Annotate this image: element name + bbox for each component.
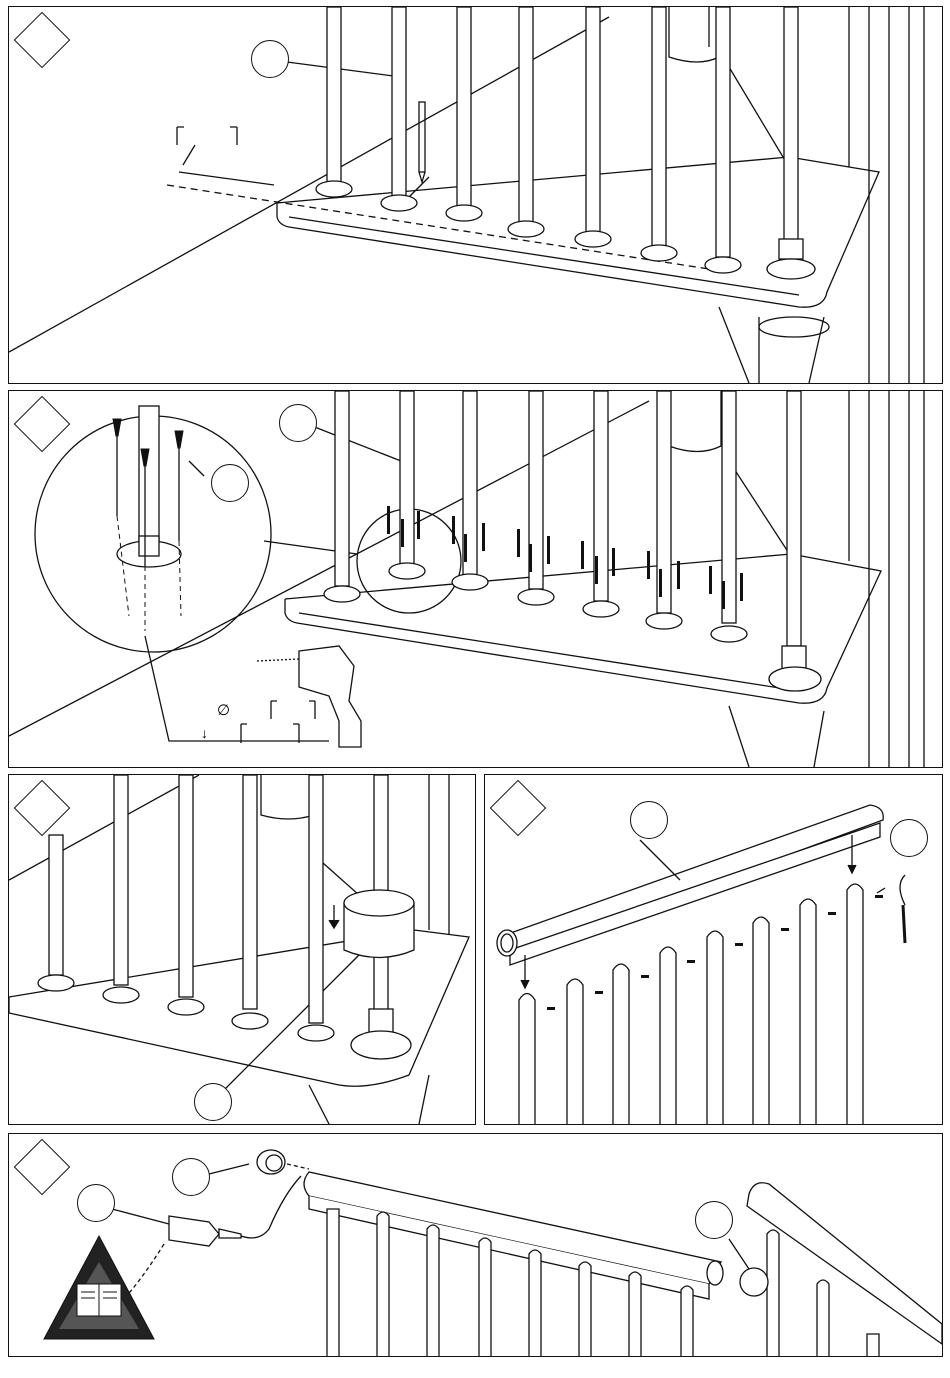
read-manual-icon bbox=[44, 1236, 154, 1339]
glue-callout bbox=[77, 1184, 115, 1222]
part-callout bbox=[194, 1083, 232, 1121]
step-panel-2: ∅ ↓ bbox=[8, 390, 943, 768]
step-panel-3 bbox=[8, 774, 476, 1125]
step-panel-5 bbox=[8, 1133, 943, 1357]
newel-cover-illustration bbox=[9, 775, 475, 1124]
part-callout bbox=[279, 404, 317, 442]
part-callout bbox=[251, 40, 289, 78]
depth-symbol: ↓ bbox=[201, 725, 208, 741]
end-cap-callout bbox=[172, 1158, 210, 1196]
part-callout bbox=[630, 801, 668, 839]
step-panel-1 bbox=[8, 6, 943, 384]
flange-screwing-illustration bbox=[9, 391, 942, 767]
screw-callout bbox=[211, 464, 249, 502]
handrail-fitting-illustration bbox=[485, 775, 942, 1124]
step-panel-4 bbox=[484, 774, 943, 1125]
diameter-symbol: ∅ bbox=[217, 701, 230, 719]
end-cap-glue-illustration bbox=[9, 1134, 942, 1356]
end-cap-callout-right bbox=[695, 1201, 733, 1239]
pin-callout bbox=[890, 819, 928, 857]
baluster-placement-illustration bbox=[9, 7, 942, 383]
